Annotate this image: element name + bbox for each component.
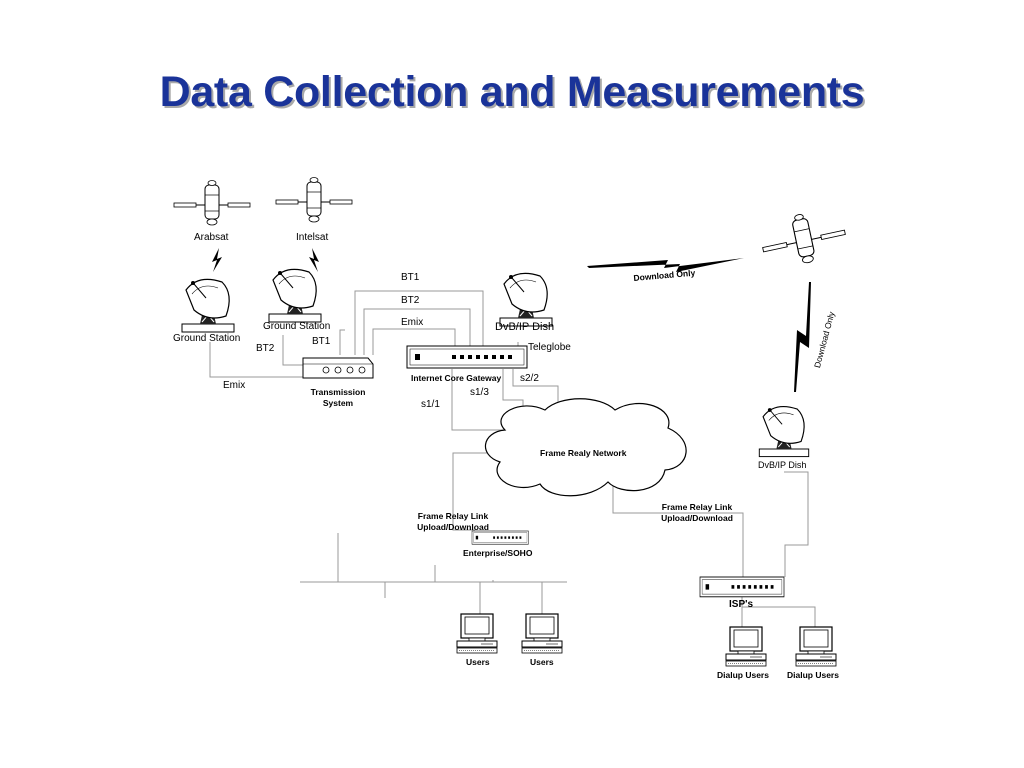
- label-emix-top: Emix: [401, 317, 424, 328]
- computer-icon: [521, 613, 563, 654]
- label-dvb-ip-dish-top: DvB/IP Dish: [495, 321, 555, 333]
- computer-icon: [795, 626, 837, 667]
- label-s2-2: s2/2: [520, 373, 539, 384]
- router-icon: [406, 345, 528, 369]
- label-isps: ISP's: [729, 599, 754, 610]
- label-internet-core-gateway: Internet Core Gateway: [411, 373, 502, 383]
- computer-icon: [456, 613, 498, 654]
- label-bt1-low: BT1: [312, 336, 331, 347]
- label-frame-relay-link-left: Frame Relay Link Upload/Download: [417, 511, 489, 532]
- label-dialup-users-2: Dialup Users: [787, 670, 839, 680]
- label-s1-3: s1/3: [470, 387, 489, 398]
- satellite-icon: [173, 180, 251, 226]
- label-frame-relay-link-right: Frame Relay Link Upload/Download: [661, 502, 733, 523]
- satellite-dish-icon: [499, 272, 553, 327]
- label-dvb-ip-dish-right: DvB/IP Dish: [758, 460, 807, 470]
- computer-icon: [725, 626, 767, 667]
- label-users-1: Users: [466, 657, 490, 667]
- label-transmission-system: Transmission System: [310, 387, 366, 408]
- satellite-dish-icon: [268, 268, 322, 323]
- satellite-dish-icon: [181, 278, 235, 333]
- label-arabsat: Arabsat: [194, 232, 229, 243]
- slide-title: Data Collection and Measurements: [159, 68, 865, 116]
- label-bt1-top: BT1: [401, 272, 420, 283]
- label-s1-1: s1/1: [421, 399, 440, 410]
- label-frame-relay-network: Frame Realy Network: [540, 448, 627, 458]
- label-emix-left: Emix: [223, 380, 246, 391]
- satellite-icon: [275, 177, 353, 223]
- label-bt2-top: BT2: [401, 295, 420, 306]
- label-ground-station-left: Ground Station: [173, 333, 241, 344]
- lightning-icon: [794, 282, 811, 392]
- connection-lines: [209, 290, 816, 627]
- lightning-icon: [587, 258, 744, 272]
- satellite-icon: [756, 205, 851, 272]
- label-ground-station-mid: Ground Station: [263, 321, 331, 332]
- lightning-icon: [309, 248, 319, 272]
- label-intelsat: Intelsat: [296, 232, 329, 243]
- label-users-2: Users: [530, 657, 554, 667]
- satellite-dish-icon: [758, 405, 810, 458]
- label-teleglobe: Teleglobe: [528, 342, 571, 353]
- label-bt2-low: BT2: [256, 343, 275, 354]
- cloud-icon: [484, 398, 687, 497]
- label-dialup-users-1: Dialup Users: [717, 670, 769, 680]
- lightning-icon: [212, 248, 222, 272]
- label-enterprise-soho: Enterprise/SOHO: [463, 548, 533, 558]
- transmission-system-device: [302, 357, 374, 379]
- router-icon: [699, 576, 785, 598]
